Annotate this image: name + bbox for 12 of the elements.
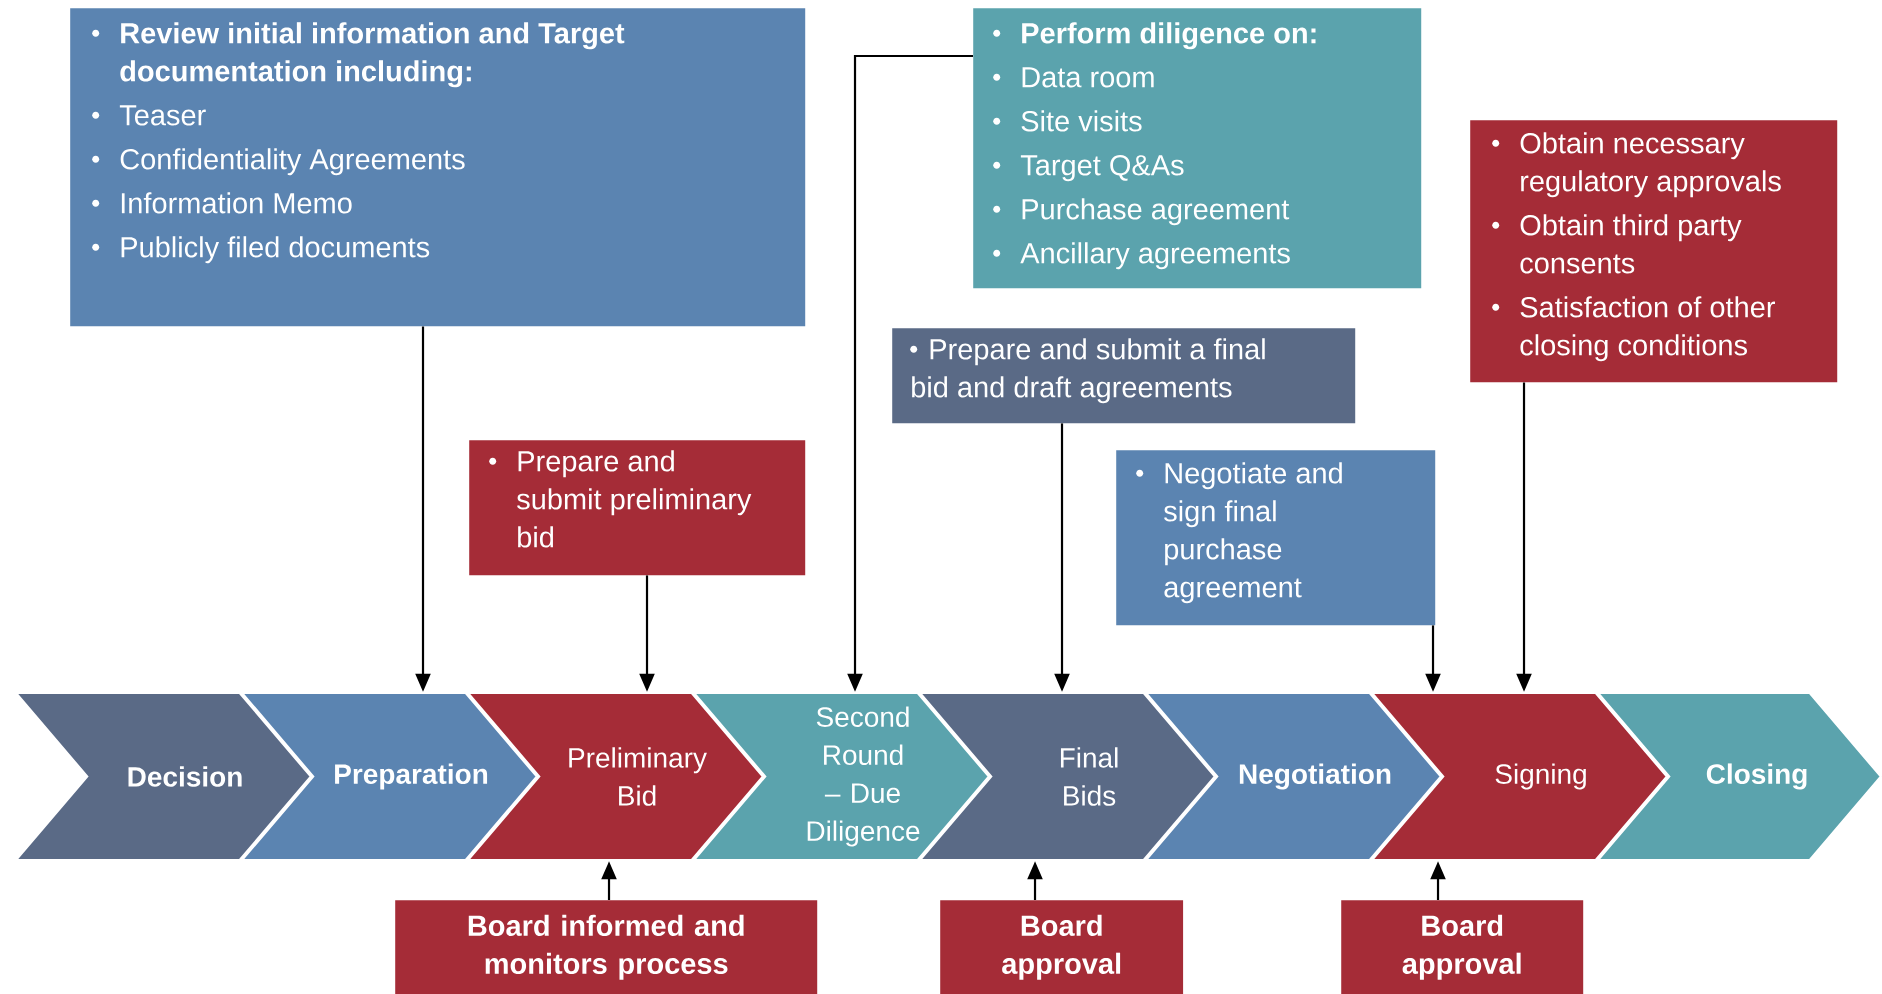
info-box: Review initial information and Target documentation including: Teaser Confidentiality Agreements Information Memo Publicly filed documents [70,8,806,327]
chevron-step: Negotiation [1139,690,1453,863]
board-box: Board informed and monitors process [395,900,818,994]
chevron-step: Closing [1591,690,1882,863]
info-box: Prepare and submit preliminary bid [469,440,806,576]
board-box: Board approval [1341,900,1584,994]
info-box: Prepare and submit a final bid and draft agreements [892,328,1356,424]
info-box: Negotiate and sign final purchase agreement [1116,450,1436,626]
info-box: Perform diligence on: Data room Site visits Target Q&As Purchase agreement Ancillary agreements [973,8,1422,289]
chevron-step: Decision [9,690,323,863]
board-box: Board approval [940,900,1184,994]
info-box: Obtain necessary regulatory approvals Obtain third party consents Satisfaction of other closing conditions [1470,120,1838,383]
